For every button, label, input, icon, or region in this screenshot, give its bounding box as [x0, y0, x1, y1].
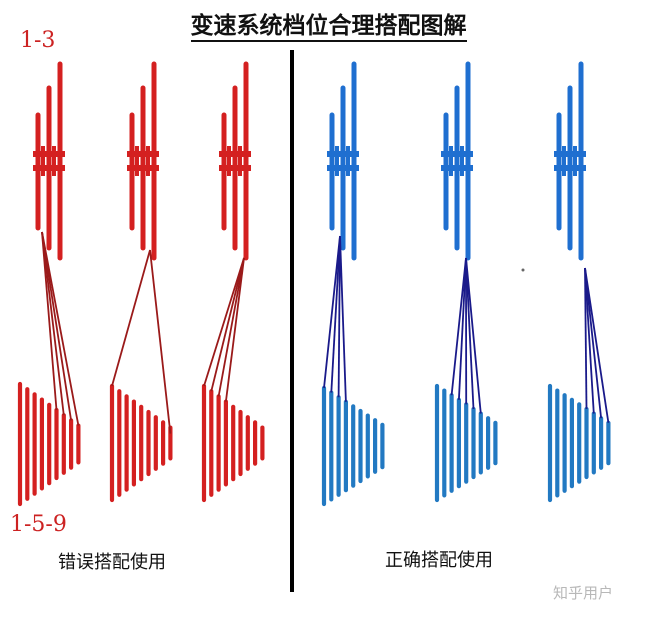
crank-post-left-wrong-1 [41, 146, 45, 176]
crank-post-left-wrong-3 [227, 146, 231, 176]
page-title: 变速系统档位合理搭配图解 [0, 6, 657, 42]
front-gears-label: 1-3 [20, 28, 56, 53]
crank-bar-top-wrong-3 [219, 151, 251, 157]
watermark: 知乎用户 [553, 584, 614, 602]
crank-bar-top-right-2 [441, 151, 473, 157]
chain-line-wrong-2-2 [149, 249, 172, 434]
crank-bar-bottom-wrong-1 [33, 165, 65, 171]
chain-line-right-1-4 [339, 235, 347, 402]
crank-post-right-right-1 [346, 146, 350, 176]
chain-line-wrong-1-4 [41, 231, 80, 426]
chain-line-wrong-3-2 [210, 257, 245, 392]
chain-line-right-3-4 [584, 267, 610, 423]
crank-bar-top-right-1 [327, 151, 359, 157]
chain-line-right-2-1 [450, 257, 467, 396]
chain-line-wrong-2-1 [111, 249, 151, 387]
chain-line-right-3-2 [584, 267, 595, 414]
rear-gears-label: 1-5-9 [10, 512, 67, 537]
chain-line-wrong-3-3 [217, 257, 245, 397]
crank-bar-bottom-wrong-2 [127, 165, 159, 171]
crank-bar-bottom-right-1 [327, 165, 359, 171]
chain-line-right-1-1 [323, 235, 341, 389]
chain-line-wrong-1-1 [41, 231, 58, 411]
crank-bar-top-wrong-1 [33, 151, 65, 157]
crank-post-left-right-2 [449, 146, 453, 176]
crank-post-right-wrong-3 [238, 146, 242, 176]
chain-line-wrong-3-1 [203, 257, 245, 387]
crank-post-right-wrong-2 [146, 146, 150, 176]
crank-bar-top-right-3 [554, 151, 586, 157]
crank-post-left-wrong-2 [135, 146, 139, 176]
crank-post-right-right-3 [573, 146, 577, 176]
crank-post-right-right-2 [460, 146, 464, 176]
chain-line-wrong-1-3 [41, 231, 72, 421]
chain-line-right-2-5 [465, 257, 482, 414]
chain-line-wrong-1-2 [41, 231, 65, 416]
chain-line-right-2-4 [465, 257, 475, 410]
crank-bar-bottom-right-3 [554, 165, 586, 171]
wrong-usage-caption: 错误搭配使用 [58, 552, 166, 573]
crank-bar-bottom-right-2 [441, 165, 473, 171]
chain-line-right-3-1 [584, 267, 588, 410]
crank-bar-bottom-wrong-3 [219, 165, 251, 171]
crank-post-right-wrong-1 [52, 146, 56, 176]
crank-bar-top-wrong-2 [127, 151, 159, 157]
chain-line-right-1-3 [337, 235, 341, 398]
correct-usage-caption: 正确搭配使用 [385, 550, 493, 571]
crank-post-left-right-1 [335, 146, 339, 176]
chain-line-right-2-2 [458, 257, 467, 400]
dot-mark [521, 268, 525, 272]
chain-line-right-3-3 [584, 267, 602, 419]
crank-post-left-right-3 [562, 146, 566, 176]
chain-line-wrong-3-4 [225, 257, 245, 402]
chain-line-right-1-2 [330, 235, 341, 393]
